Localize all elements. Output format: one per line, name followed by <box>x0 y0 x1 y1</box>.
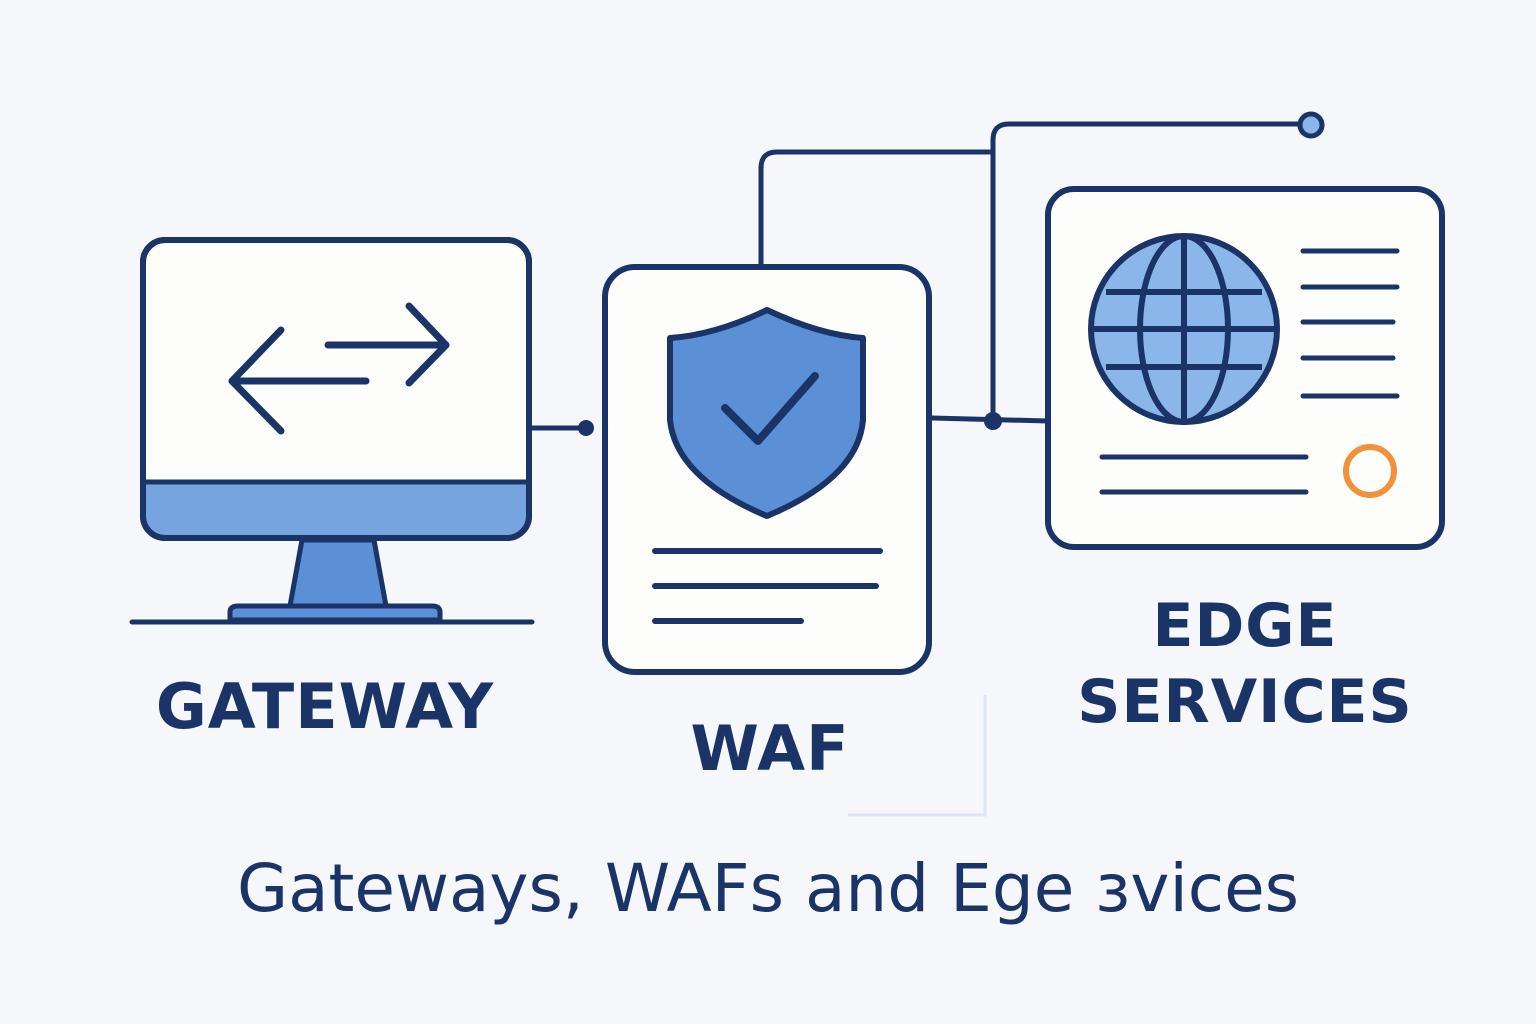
monitor-stand <box>287 537 389 609</box>
endpoint-node-icon <box>1297 111 1325 139</box>
upper-bus-connector <box>990 121 1303 424</box>
edge-text-lines <box>1099 248 1400 495</box>
orange-ring-icon <box>1343 444 1397 498</box>
waf-label: WAF <box>690 712 850 785</box>
edge-services-label: EDGE SERVICES <box>1040 588 1450 740</box>
monitor-bezel <box>146 482 526 535</box>
faint-bracket-decoration <box>848 695 987 817</box>
monitor-base <box>227 603 443 623</box>
globe-icon <box>1088 233 1280 425</box>
edge-node <box>1045 186 1445 550</box>
waf-text-lines <box>652 548 883 624</box>
checkmark-icon <box>721 372 819 445</box>
gateway-node <box>129 237 535 625</box>
waf-node <box>602 264 932 675</box>
diagram-caption: Gateways, WAFs and Ege ɜvices <box>236 850 1300 927</box>
edge-label-line1: EDGE <box>1152 591 1338 661</box>
waf-top-connector <box>758 149 996 268</box>
gateway-junction-dot <box>578 420 594 436</box>
shield-check-icon <box>667 307 866 519</box>
gateway-label: GATEWAY <box>155 670 495 743</box>
swap-arrows-icon <box>228 302 450 435</box>
edge-junction-dot <box>984 412 1002 430</box>
edge-label-line2: SERVICES <box>1077 667 1413 737</box>
